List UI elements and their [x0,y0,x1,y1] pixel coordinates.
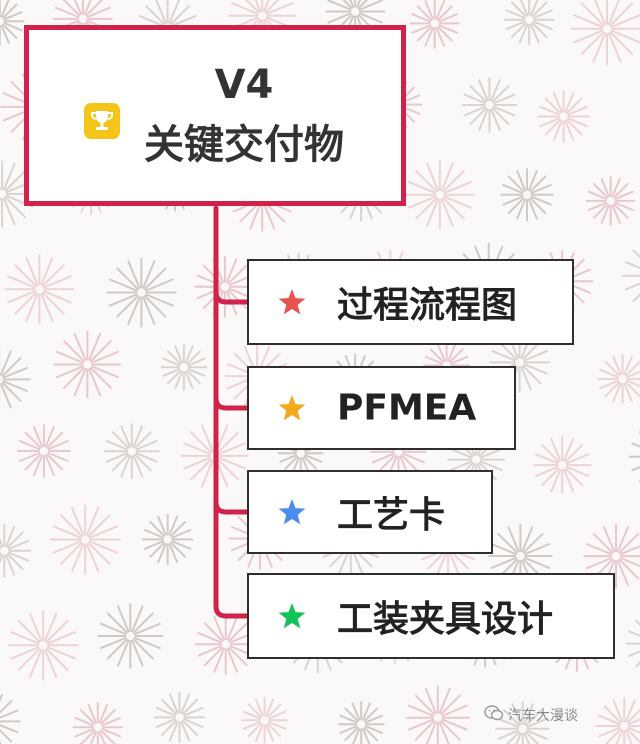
watermark-text: 汽车大漫谈 [508,708,578,724]
starburst-decoration [532,435,592,495]
starburst-decoration [500,168,554,222]
starburst-decoration [17,424,71,478]
starburst-decoration [628,431,640,483]
wechat-icon [484,705,504,721]
star-icon [278,289,306,315]
starburst-decoration [537,90,590,143]
connector-branch [213,397,247,411]
branch-node-fixture-design: 工装夹具设计 [247,573,615,659]
connector-trunk [213,205,250,619]
starburst-decoration [461,77,518,133]
starburst-decoration [103,423,160,480]
starburst-decoration [195,613,257,675]
branch-label: 过程流程图 [337,285,518,326]
starburst-decoration [0,348,31,411]
branch-label: PFMEA [337,387,477,429]
starburst-decoration [241,697,288,744]
starburst-decoration [97,603,164,669]
starburst-decoration [53,330,122,399]
starburst-decoration [409,0,460,49]
connector-branch [213,501,247,515]
branch-node-pfmea: PFMEA [247,366,516,450]
branch-label: 工装夹具设计 [337,599,554,640]
starburst-decoration [0,0,25,46]
starburst-decoration [160,343,208,391]
starburst-decoration [4,254,75,325]
starburst-decoration [625,619,640,668]
starburst-decoration [337,700,385,744]
root-subtitle: 关键交付物 [144,122,344,168]
starburst-decoration [495,701,550,744]
star-icon [278,499,306,525]
starburst-decoration [106,257,177,328]
starburst-decoration [0,524,32,578]
starburst-decoration [503,0,555,46]
connector-branch [213,291,247,305]
root-node: V4 关键交付物 [24,25,406,206]
starburst-decoration [570,0,640,66]
star-icon [278,603,306,629]
starburst-decoration [405,685,470,744]
starburst-decoration [72,702,123,744]
trophy-icon [84,103,120,139]
starburst-decoration [0,694,21,744]
star-icon [278,395,306,421]
branch-node-process-flow: 过程流程图 [247,259,574,345]
branch-label: 工艺卡 [337,495,446,536]
starburst-decoration [597,353,640,404]
branch-node-process-card: 工艺卡 [247,470,493,554]
starburst-decoration [595,697,640,744]
starburst-decoration [142,513,194,565]
starburst-decoration [585,176,636,226]
starburst-decoration [49,504,121,575]
starburst-decoration [153,691,206,744]
root-title: V4 [214,62,274,108]
starburst-decoration [7,609,79,681]
starburst-decoration [405,160,475,230]
